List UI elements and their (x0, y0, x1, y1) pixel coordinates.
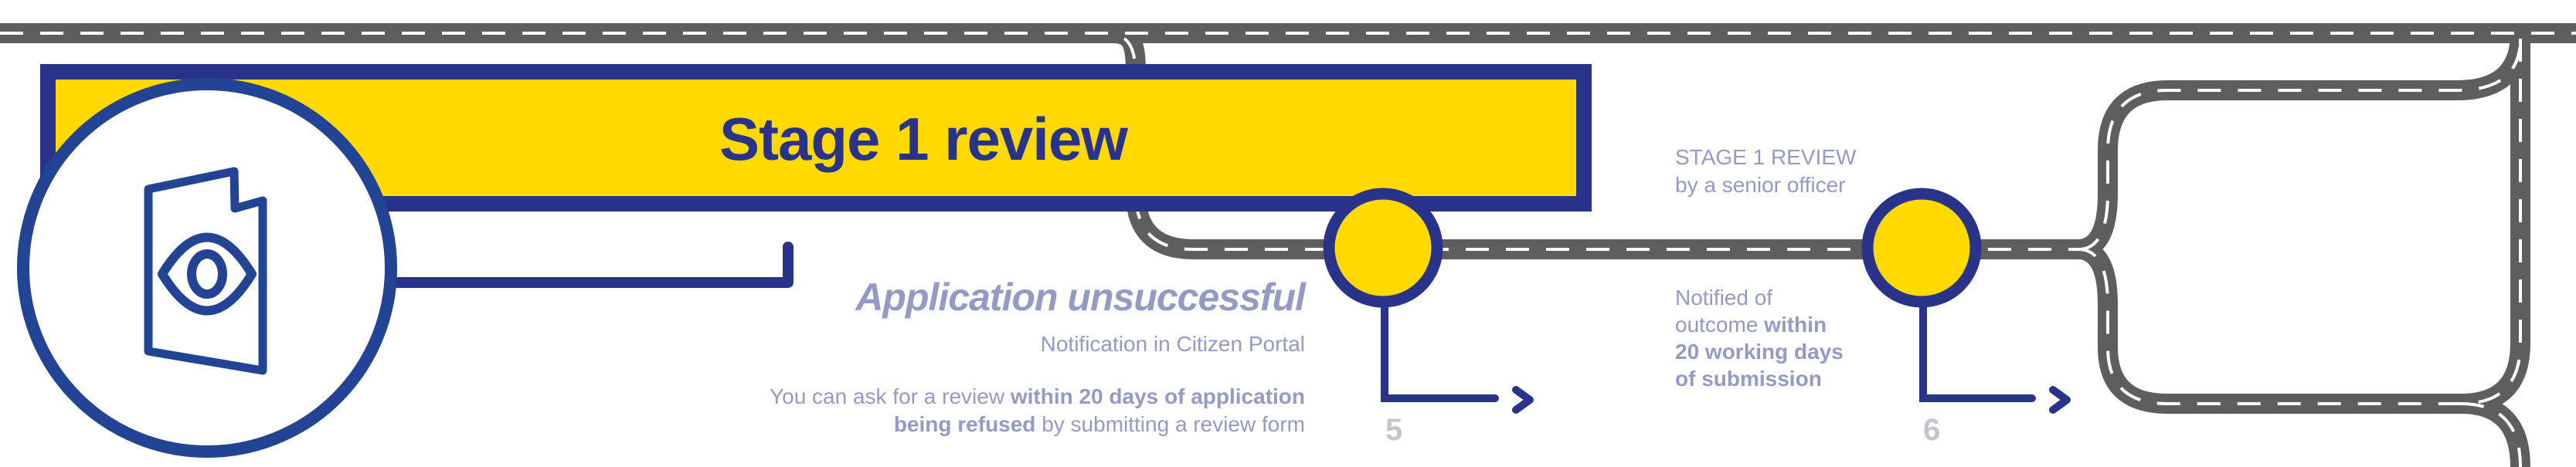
stage-label-subtitle: by a senior officer (1675, 173, 1846, 197)
chevron-right-icon (1512, 386, 1534, 414)
chevron-right-icon (2049, 386, 2071, 414)
review-instructions-line2: being refused by submitting a review for… (894, 412, 1305, 437)
milestone-5 (1323, 188, 1534, 414)
review-condition: being refused (893, 412, 1036, 436)
step-number-5: 5 (1385, 413, 1403, 447)
notified-text: outcome (1675, 313, 1765, 337)
notified-line4: of submission (1675, 367, 1822, 391)
milestone-6 (1861, 188, 2071, 414)
stage-label-title: STAGE 1 REVIEW (1675, 145, 1857, 169)
notified-deadline: 20 working days (1675, 340, 1844, 364)
notified-line2: outcome within (1675, 313, 1827, 337)
notification-text: Notification in Citizen Portal (1040, 332, 1305, 356)
review-deadline: within 20 days of application (1010, 384, 1305, 408)
stage-icon-circle (17, 78, 397, 458)
road-network (0, 23, 2576, 467)
step-number-6: 6 (1923, 413, 1941, 447)
document-eye-icon (144, 167, 267, 375)
connector-line (381, 242, 794, 288)
review-instructions-line1: You can ask for a review within 20 days … (770, 384, 1305, 409)
banner-title: Stage 1 review (719, 105, 1128, 173)
unsuccessful-heading: Application unsuccessful (855, 276, 1306, 319)
notified-line3: 20 working days (1675, 340, 1844, 364)
notified-line1: Notified of (1675, 286, 1773, 310)
notified-deadline-end: of submission (1675, 367, 1822, 391)
review-method: by submitting a review form (1035, 412, 1305, 436)
notified-bold: within (1764, 313, 1827, 337)
review-text: You can ask for a review (770, 384, 1011, 408)
